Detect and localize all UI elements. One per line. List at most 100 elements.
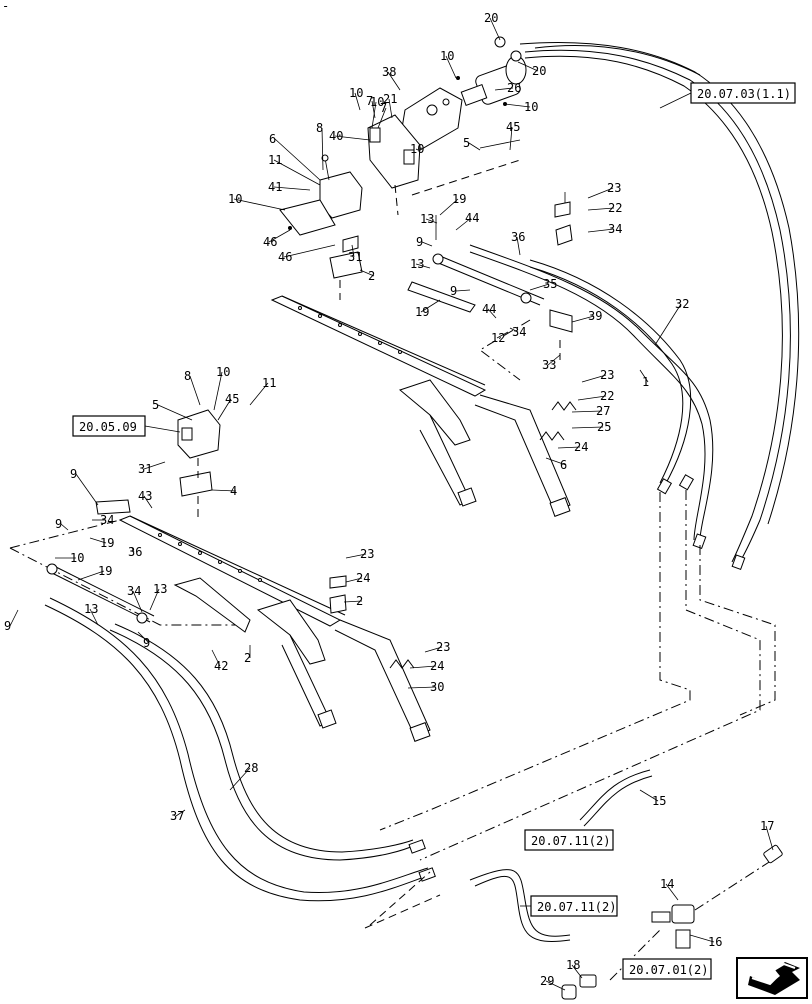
callout-number: 9 (55, 517, 62, 531)
callout-leader (439, 198, 459, 216)
callout-leader (489, 17, 501, 41)
ref-text: 20.07.11(2) (537, 900, 616, 914)
spring-24-upper (539, 401, 577, 441)
callout-leader (577, 395, 607, 401)
callout-number: 23 (607, 181, 621, 195)
clip-22 (555, 224, 573, 246)
callout-number: 2 (356, 594, 363, 608)
callout-leader (359, 269, 375, 277)
fitting-16 (579, 974, 597, 988)
fitting (408, 839, 426, 854)
callout-leader (545, 457, 567, 466)
bracket-43 (95, 499, 131, 515)
callout-leader (9, 609, 19, 627)
ref-box-20-07-03[interactable]: 20.07.03(1.1) (690, 82, 796, 104)
spacer-31 (329, 251, 363, 279)
callout-number: 10 (216, 365, 230, 379)
callout-leader (421, 241, 433, 247)
callout-leader (425, 218, 438, 224)
callout-number: 10 (228, 192, 242, 206)
callout-leader (89, 608, 99, 626)
callout-number: 38 (382, 65, 396, 79)
callout-number: 13 (410, 257, 424, 271)
pipe-line (694, 854, 781, 911)
ref-box-20-07-01[interactable]: 20.07.01(2) (622, 958, 712, 980)
tube-37 (579, 769, 653, 827)
guide-line (369, 871, 431, 926)
callout-leader (388, 98, 393, 119)
next-page-arrow-icon[interactable] (736, 957, 808, 999)
callout-leader (273, 186, 311, 191)
routing-line (9, 547, 250, 626)
hose-33 (519, 42, 800, 566)
fitting-15 (763, 844, 783, 864)
bracket-45-lower (177, 409, 221, 459)
callout-leader (571, 315, 595, 323)
corner-mark: - (2, 0, 9, 13)
callout-leader (468, 142, 481, 151)
callout-leader (189, 375, 201, 406)
callout-leader (249, 382, 269, 406)
callout-leader (351, 244, 355, 258)
callout-leader (571, 426, 604, 429)
callout-leader (571, 964, 583, 979)
callout-number: 26 (507, 81, 521, 95)
callout-leader (517, 61, 539, 72)
guide-line (394, 159, 521, 216)
bolts (288, 76, 566, 240)
callout-number: 5 (463, 136, 470, 150)
callout-leader (273, 159, 321, 186)
callout-number: 13 (153, 582, 167, 596)
master-cylinder-26 (460, 36, 527, 106)
ref-box-20-07-11-b[interactable]: 20.07.11(2) (530, 895, 618, 917)
callout-number: 9 (70, 467, 77, 481)
bracket-45-top (279, 171, 363, 236)
callout-leader (211, 489, 237, 492)
callout-number: 37 (170, 809, 184, 823)
callout-number: 15 (652, 794, 666, 808)
callout-leader (587, 207, 615, 211)
callout-number: 10 (410, 142, 424, 156)
hose-32 (469, 244, 714, 541)
callout-number: 34 (512, 325, 526, 339)
ref-text: 20.07.03(1.1) (697, 87, 791, 101)
callout-number: 45 (225, 392, 239, 406)
callout-leader (765, 825, 774, 851)
callout-number: 13 (420, 212, 434, 226)
callout-leader (415, 263, 431, 269)
fitting (692, 533, 707, 549)
callout-leader (665, 883, 679, 901)
callout-number: 10 (524, 100, 538, 114)
callout-leader (143, 461, 166, 470)
clip-24 (329, 594, 347, 614)
callout-leader (132, 590, 143, 613)
fitting-18 (561, 984, 577, 1000)
routing-line (699, 545, 776, 716)
callout-leader (89, 537, 107, 544)
callout-number: 10 (370, 95, 384, 109)
callout-leader (321, 127, 324, 171)
callout-leader (213, 371, 223, 411)
callout-leader (455, 217, 472, 231)
callout-number: 20 (532, 64, 546, 78)
callout-leader (157, 404, 193, 421)
callout-number: 45 (506, 120, 520, 134)
tee-fitting-17 (651, 904, 695, 949)
callout-leader (409, 665, 437, 669)
spring-24-lower (389, 659, 415, 669)
callout-leader (229, 767, 251, 791)
ref-box-20-05-09[interactable]: 20.05.09 (72, 415, 146, 437)
guide-line (364, 894, 441, 929)
callout-number: 46 (278, 250, 292, 264)
ref-box-20-07-11-a[interactable]: 20.07.11(2) (524, 829, 614, 851)
callout-number: 33 (542, 358, 556, 372)
upper-pedal-left (398, 379, 477, 507)
callout-number: 27 (596, 404, 610, 418)
callout-leader (424, 646, 443, 653)
callout-leader (371, 100, 376, 119)
bracket-40 (367, 114, 421, 189)
callout-number: 10 (440, 49, 454, 63)
callout-number: 44 (482, 302, 496, 316)
